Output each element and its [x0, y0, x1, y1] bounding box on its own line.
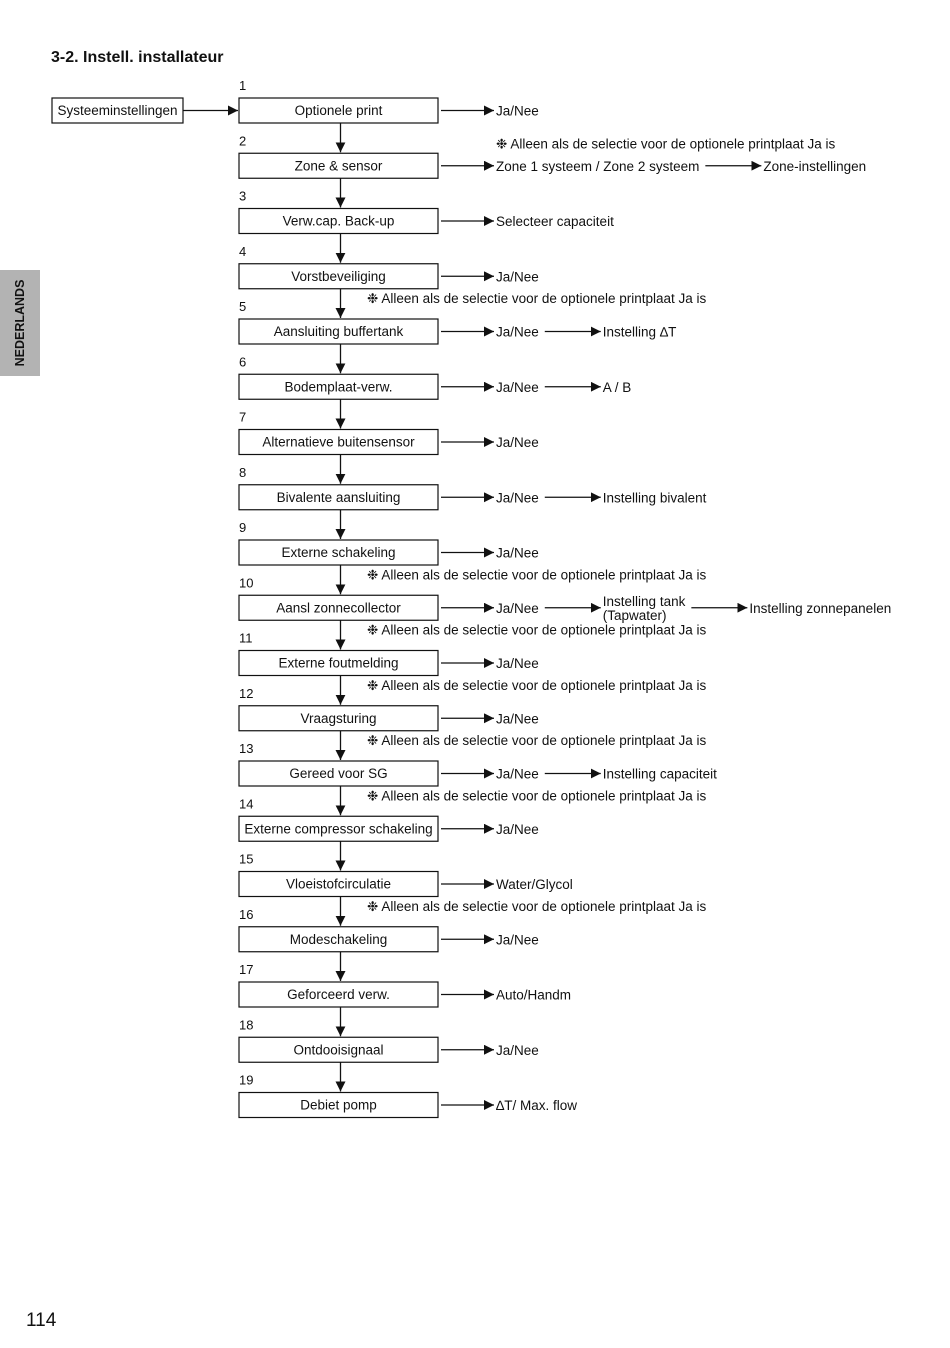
step-19-option-1: ∆T/ Max. flow	[496, 1098, 577, 1113]
step-8-option-2: Instelling bivalent	[603, 490, 707, 505]
step-1-box	[238, 97, 439, 124]
step-5-note: ❉ Alleen als de selectie voor de optione…	[367, 291, 707, 306]
step-13-option-2: Instelling capaciteit	[603, 767, 717, 782]
step-5-box	[238, 318, 439, 345]
step-3-option-1: Selecteer capaciteit	[496, 214, 614, 229]
step-2-box	[238, 152, 439, 179]
step-16-note: ❉ Alleen als de selectie voor de optione…	[367, 899, 707, 914]
step-18-option-1: Ja/Nee	[496, 1043, 539, 1058]
start-box-label: Systeeminstellingen	[57, 103, 177, 118]
step-16-number: 16	[239, 907, 253, 922]
step-8-box	[238, 484, 439, 511]
step-11-number: 11	[239, 631, 253, 646]
step-2-number: 2	[239, 133, 246, 148]
step-4-box	[238, 263, 439, 290]
step-11-box	[238, 649, 439, 677]
step-16-box	[238, 926, 439, 953]
step-2-option-2: Zone-instellingen	[763, 159, 866, 174]
step-3-label: Verw.cap. Back-up	[283, 214, 395, 229]
step-13-box	[238, 760, 439, 787]
step-6-number: 6	[239, 354, 246, 369]
step-5-label: Aansluiting buffertank	[274, 324, 404, 339]
step-11-note: ❉ Alleen als de selectie voor de optione…	[367, 623, 707, 638]
step-2-note: ❉ Alleen als de selectie voor de optione…	[496, 136, 836, 151]
section-heading: 3-2. Instell. installateur	[51, 49, 224, 66]
step-11-option-1: Ja/Nee	[496, 656, 539, 671]
step-4-number: 4	[239, 244, 246, 259]
step-18-box	[238, 1036, 439, 1063]
step-15-number: 15	[239, 852, 253, 867]
step-1-option-1: Ja/Nee	[496, 104, 539, 119]
step-6-option-2: A / B	[603, 380, 632, 395]
step-14-option-1: Ja/Nee	[496, 822, 539, 837]
step-7-option-1: Ja/Nee	[496, 435, 539, 450]
step-9-label: Externe schakeling	[281, 545, 395, 560]
step-10-box	[238, 594, 439, 621]
step-2-option-1: Zone 1 systeem / Zone 2 systeem	[496, 159, 699, 174]
step-15-box	[238, 870, 439, 898]
step-18-number: 18	[239, 1017, 253, 1032]
step-4-label: Vorstbeveiliging	[291, 269, 386, 284]
language-side-tab: NEDERLANDS	[0, 270, 40, 376]
step-17-number: 17	[239, 962, 253, 977]
step-7-box	[238, 428, 439, 456]
step-10-option-2-line-1: Instelling tank	[603, 594, 686, 609]
step-8-number: 8	[239, 465, 246, 480]
step-6-option-1: Ja/Nee	[496, 380, 539, 395]
step-13-option-1: Ja/Nee	[496, 767, 539, 782]
start-box	[51, 97, 184, 124]
step-10-option-1: Ja/Nee	[496, 601, 539, 616]
step-15-option-1: Water/Glycol	[496, 877, 573, 892]
step-1-label: Optionele print	[295, 103, 383, 118]
step-10-number: 10	[239, 575, 253, 590]
step-8-label: Bivalente aansluiting	[277, 490, 401, 505]
step-5-option-2: Instelling ∆T	[603, 325, 677, 340]
step-13-note: ❉ Alleen als de selectie voor de optione…	[367, 733, 707, 748]
step-5-option-1: Ja/Nee	[496, 325, 539, 340]
step-3-box	[238, 207, 439, 235]
step-16-label: Modeschakeling	[290, 932, 388, 947]
step-1-number: 1	[239, 78, 246, 93]
step-13-number: 13	[239, 741, 253, 756]
step-12-note: ❉ Alleen als de selectie voor de optione…	[367, 678, 707, 693]
step-6-label: Bodemplaat-verw.	[284, 379, 392, 394]
step-19-number: 19	[239, 1073, 253, 1088]
step-8-option-1: Ja/Nee	[496, 490, 539, 505]
step-10-option-3: Instelling zonnepanelen	[749, 601, 891, 616]
step-7-label: Alternatieve buitensensor	[262, 435, 415, 450]
step-9-number: 9	[239, 520, 246, 535]
step-17-option-1: Auto/Handm	[496, 988, 571, 1003]
step-7-number: 7	[239, 410, 246, 425]
step-14-number: 14	[239, 796, 253, 811]
step-4-option-1: Ja/Nee	[496, 269, 539, 284]
step-11-label: Externe foutmelding	[278, 656, 398, 671]
step-14-label: Externe compressor schakeling	[244, 821, 432, 836]
step-14-note: ❉ Alleen als de selectie voor de optione…	[367, 788, 707, 803]
step-9-option-1: Ja/Nee	[496, 546, 539, 561]
step-10-option-2-line-2: (Tapwater)	[603, 608, 667, 623]
step-3-number: 3	[239, 189, 246, 204]
step-13-label: Gereed voor SG	[289, 766, 387, 781]
step-9-box	[238, 539, 439, 566]
step-17-label: Geforceerd verw.	[287, 987, 390, 1002]
step-10-label: Aansl zonnecollector	[276, 600, 401, 615]
step-6-box	[238, 373, 439, 400]
step-18-label: Ontdooisignaal	[293, 1042, 383, 1057]
step-12-box	[238, 705, 439, 732]
step-10-note: ❉ Alleen als de selectie voor de optione…	[367, 567, 707, 582]
step-19-box	[238, 1091, 439, 1119]
step-14-box	[238, 815, 439, 842]
step-15-label: Vloeistofcirculatie	[286, 877, 391, 892]
step-12-option-1: Ja/Nee	[496, 711, 539, 726]
step-16-option-1: Ja/Nee	[496, 932, 539, 947]
step-12-number: 12	[239, 686, 253, 701]
step-17-box	[238, 981, 439, 1008]
page-number: 114	[26, 1310, 57, 1331]
step-19-label: Debiet pomp	[300, 1098, 377, 1113]
step-12-label: Vraagsturing	[300, 711, 376, 726]
step-2-label: Zone & sensor	[295, 158, 383, 173]
step-5-number: 5	[239, 299, 246, 314]
